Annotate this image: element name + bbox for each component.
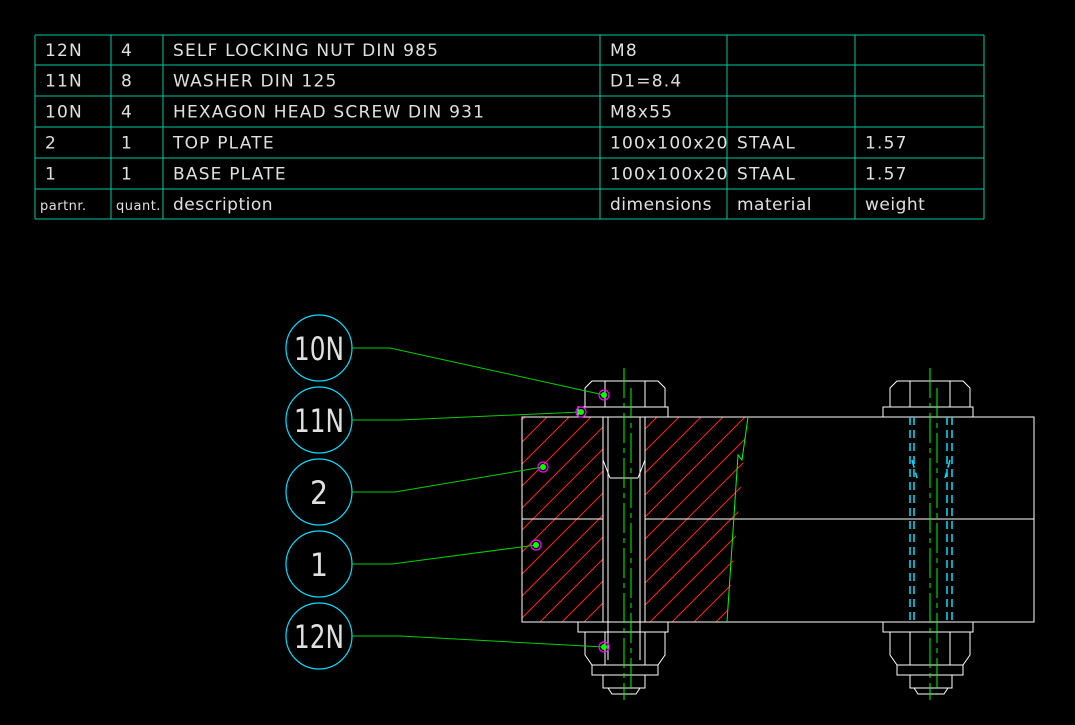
header-dimensions: dimensions	[610, 195, 712, 215]
hatch-line	[737, 417, 748, 622]
leader-marker-dot	[540, 464, 546, 470]
balloon-11N: 11N	[285, 386, 587, 454]
header-material: material	[737, 195, 812, 215]
top-plate	[521, 416, 1035, 520]
hatch-line	[561, 417, 748, 622]
cell-weight: 1.57	[865, 134, 908, 154]
hatch-line	[826, 407, 1041, 622]
cell-dimensions: M8	[610, 41, 638, 61]
hatch-line	[914, 407, 1075, 622]
leader-marker-ring	[530, 539, 542, 551]
hatch-line	[693, 417, 748, 622]
hatch-line	[782, 407, 997, 622]
cell-quant: 4	[121, 103, 133, 123]
cell-material: STAAL	[737, 165, 796, 185]
leader-marker-dot	[578, 409, 584, 415]
cell-partnr: 11N	[45, 72, 83, 92]
hatch-line	[870, 407, 1075, 622]
leader-line	[352, 466, 544, 493]
cell-quant: 4	[121, 41, 133, 61]
leader-line	[352, 635, 605, 648]
leader-marker-dot	[601, 644, 607, 650]
header-partnr: partnr.	[40, 199, 87, 214]
cell-dimensions: M8x55	[610, 103, 673, 123]
cell-dimensions: D1=8.4	[610, 72, 682, 92]
leader-marker-ring	[598, 389, 610, 401]
balloon-1: 1	[285, 530, 542, 598]
hatch-line	[522, 417, 602, 622]
balloon-2: 2	[285, 458, 549, 526]
cell-description: SELF LOCKING NUT DIN 985	[173, 41, 439, 61]
balloon-label: 10N	[294, 330, 344, 368]
leader-marker-dot	[601, 392, 607, 398]
cell-material: STAAL	[737, 134, 796, 154]
cell-description: BASE PLATE	[173, 165, 287, 185]
cell-partnr: 1	[45, 165, 57, 185]
balloon-12N: 12N	[285, 602, 610, 670]
cell-partnr: 12N	[45, 41, 83, 61]
left-bolt-assembly	[577, 380, 669, 695]
header-description: description	[173, 195, 273, 215]
balloon-label: 1	[310, 546, 328, 584]
balloon-callouts: 10N 11N 2 1 12N	[285, 314, 610, 670]
cell-weight: 1.57	[865, 165, 908, 185]
cell-description: HEXAGON HEAD SCREW DIN 931	[173, 103, 485, 123]
hatch-line	[804, 407, 1019, 622]
right-bolt-hidden-lines	[909, 417, 953, 622]
balloon-label: 2	[310, 474, 328, 512]
leader-marker-ring	[598, 641, 610, 653]
leader-line	[352, 411, 582, 421]
cell-quant: 1	[121, 165, 133, 185]
leader-line	[352, 544, 537, 565]
section-hatch	[166, 407, 1075, 622]
hatch-line	[892, 407, 1075, 622]
leader-marker-ring	[575, 406, 587, 418]
cell-partnr: 10N	[45, 103, 83, 123]
hatch-line	[671, 417, 748, 622]
cell-dimensions: 100x100x20	[610, 165, 729, 185]
cell-dimensions: 100x100x20	[610, 134, 729, 154]
hatch-line	[760, 407, 975, 622]
hatch-line	[539, 417, 748, 622]
balloon-10N: 10N	[285, 314, 610, 401]
cell-quant: 8	[121, 72, 133, 92]
header-weight: weight	[865, 195, 925, 215]
balloon-label: 11N	[294, 402, 344, 440]
cell-quant: 1	[121, 134, 133, 154]
base-plate	[521, 518, 1035, 623]
leader-line	[352, 347, 605, 396]
cell-description: WASHER DIN 125	[173, 72, 338, 92]
hatch-line	[649, 417, 748, 622]
hatch-line	[522, 417, 558, 622]
leader-marker-dot	[533, 542, 539, 548]
leader-marker-ring	[537, 461, 549, 473]
hatch-line	[715, 417, 748, 622]
parts-list-table: 12N 4 SELF LOCKING NUT DIN 985 M8 11N 8 WASHER…	[34, 34, 985, 220]
balloon-label: 12N	[294, 618, 344, 656]
hatch-line	[166, 407, 381, 622]
hatch-line	[254, 407, 469, 622]
hatch-line	[522, 417, 624, 622]
hatch-line	[848, 407, 1063, 622]
hatch-line	[522, 417, 690, 622]
right-bolt-assembly	[882, 380, 974, 695]
break-line	[726, 416, 749, 623]
cell-partnr: 2	[45, 134, 57, 154]
assembly-section-view	[166, 368, 1075, 700]
cell-description: TOP PLATE	[172, 134, 275, 154]
hatch-line	[627, 417, 748, 622]
header-quant: quant.	[116, 199, 161, 214]
hatch-line	[522, 417, 536, 622]
hatch-line	[522, 417, 580, 622]
